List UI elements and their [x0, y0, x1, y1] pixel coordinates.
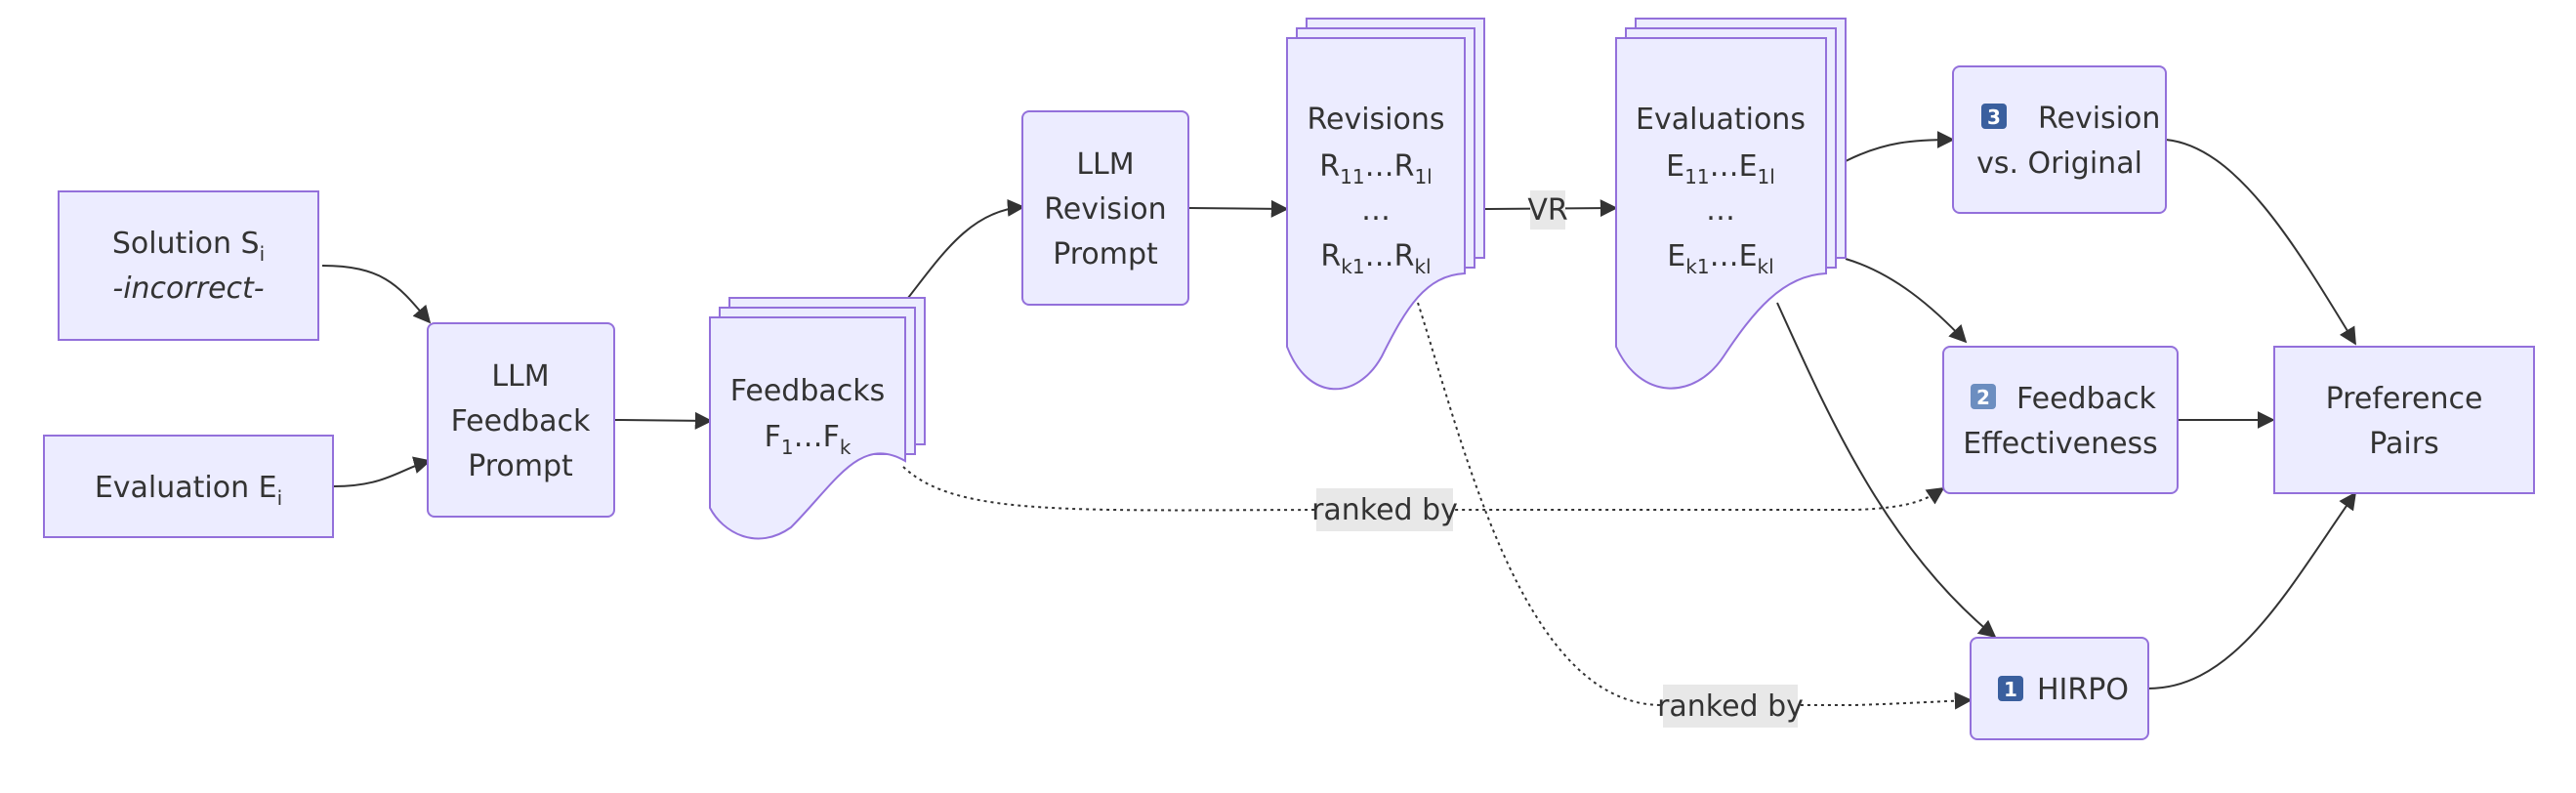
edge-revisions-ranked-by: [1417, 302, 1973, 710]
node-revision-prompt-line2: Revision: [1044, 192, 1166, 227]
edge-label-ranked-by-feedbacks: ranked by: [1311, 488, 1458, 531]
node-evaluation-text: Evaluation Ei: [95, 471, 282, 510]
node-evaluations: Evaluations E11…E1l … Ek1…Ekl: [1615, 18, 1847, 390]
node-preference-pairs-line1: Preference: [2326, 382, 2483, 416]
svg-text:3: 3: [1987, 105, 2001, 129]
node-revision-vs-original-line1: Revision: [2038, 102, 2160, 136]
node-evaluations-line2: E11…E1l: [1666, 149, 1775, 188]
node-feedback-prompt-line1: LLM: [491, 359, 549, 394]
node-hirpo: 1 HIRPO: [1970, 637, 2149, 740]
edge-label-ranked-by-revisions-text: ranked by: [1657, 689, 1804, 724]
node-feedback-prompt-line3: Prompt: [468, 449, 573, 483]
edge-solution-to-feedback-prompt: [321, 265, 432, 324]
node-solution: Solution Si -incorrect-: [58, 190, 319, 341]
node-solution-line1: Solution Si: [112, 227, 265, 266]
node-revisions-line2: R11…R1l: [1319, 149, 1432, 188]
node-feedback-prompt: LLM Feedback Prompt: [427, 322, 615, 518]
keycap-2-icon: 2: [1971, 384, 1996, 409]
edge-label-vr: VR: [1527, 190, 1568, 230]
node-revisions-line3: …: [1361, 193, 1391, 228]
node-feedback-prompt-line2: Feedback: [451, 404, 591, 438]
node-revisions-line4: Rk1…Rkl: [1320, 239, 1431, 278]
edge-hirpo-to-preference-pairs: [2147, 491, 2357, 689]
edge-label-ranked-by-feedbacks-text: ranked by: [1311, 493, 1458, 527]
edge-revision-vs-original-to-preference-pairs: [2165, 139, 2356, 346]
node-evaluations-line1: Evaluations: [1636, 103, 1806, 137]
node-solution-line2: -incorrect-: [112, 271, 264, 306]
edge-label-ranked-by-revisions: ranked by: [1657, 685, 1804, 728]
edge-evaluations-to-feedback-effectiveness: [1845, 258, 1968, 344]
svg-text:1: 1: [2004, 678, 2017, 701]
node-revision-prompt-line1: LLM: [1076, 147, 1134, 182]
edge-feedback-prompt-to-feedbacks: [614, 411, 713, 430]
edge-revision-prompt-to-revisions: [1188, 199, 1289, 218]
node-feedbacks-line2: F1…Fk: [765, 420, 852, 459]
node-feedbacks-line1: Feedbacks: [730, 374, 886, 408]
edges: [321, 131, 2357, 710]
node-evaluation: Evaluation Ei: [43, 435, 334, 538]
node-evaluations-line4: Ek1…Ekl: [1667, 239, 1773, 278]
node-preference-pairs: Preference Pairs: [2273, 346, 2535, 494]
node-feedbacks: Feedbacks F1…Fk: [709, 297, 926, 540]
edge-evaluations-to-revision-vs-original: [1845, 131, 1955, 162]
svg-text:2: 2: [1976, 386, 1990, 409]
node-revisions: Revisions R11…R1l … Rk1…Rkl: [1286, 18, 1485, 391]
edge-label-vr-text: VR: [1527, 193, 1567, 228]
node-revision-prompt: LLM Revision Prompt: [1021, 110, 1189, 306]
node-feedback-effectiveness-line2: Effectiveness: [1963, 427, 2158, 461]
node-revision-prompt-line3: Prompt: [1053, 237, 1158, 271]
node-feedback-effectiveness: 2 Feedback Effectiveness: [1942, 346, 2179, 494]
keycap-1-icon: 1: [1998, 676, 2023, 701]
edge-evaluations-to-hirpo: [1776, 302, 1997, 639]
edge-feedbacks-ranked-by: [902, 466, 1945, 512]
edge-feedbacks-to-revision-prompt: [907, 198, 1025, 299]
node-revisions-line1: Revisions: [1307, 103, 1444, 137]
keycap-3-icon: 3: [1981, 104, 2007, 129]
node-evaluations-line3: …: [1706, 193, 1735, 228]
node-revision-vs-original: 3 Revision vs. Original: [1952, 65, 2167, 214]
node-revision-vs-original-line2: vs. Original: [1976, 146, 2142, 181]
edge-evaluation-to-feedback-prompt: [333, 456, 432, 487]
node-hirpo-text: HIRPO: [2037, 673, 2129, 707]
node-feedback-effectiveness-line1: Feedback: [2016, 382, 2156, 416]
node-preference-pairs-line2: Pairs: [2369, 427, 2438, 461]
